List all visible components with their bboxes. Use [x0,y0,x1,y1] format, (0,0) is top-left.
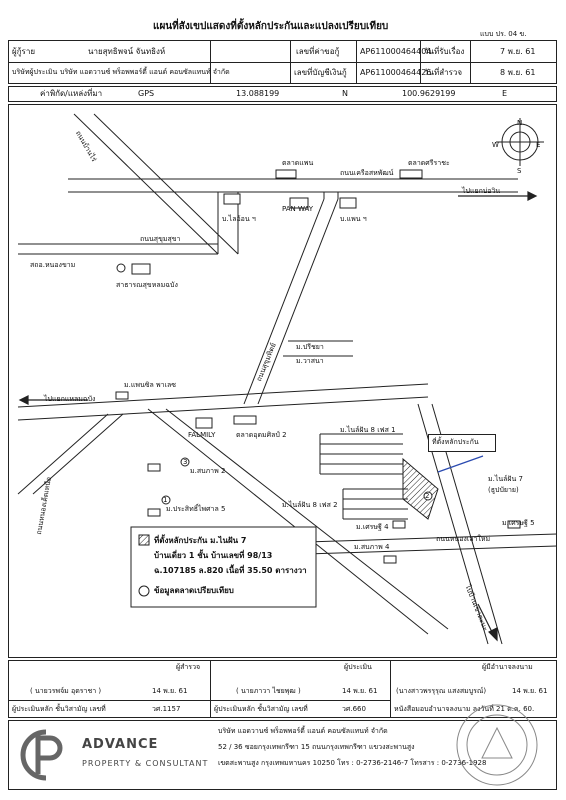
appraiser-name: ( นายภาวา ไชยพุฒ ) [236,687,301,695]
footer-company: บริษัท แอดวานซ์ พร็อพพอร์ตี้ แอนด์ คอนซั… [218,727,388,735]
company-label: บริษัทผู้ประเมิน [12,68,58,76]
legend-line4: ข้อมูลตลาดเปรียบเทียบ [154,586,234,595]
label-mban8b: ม.ไนล์ฝัน 8 เฟส 2 [282,501,338,509]
longitude: 100.9629199 [402,89,456,98]
label-m-sapaw: ม.สบภาพ 2 [190,467,226,475]
survey-date: 8 พ.ย. 61 [500,68,536,77]
latitude: 13.088199 [236,89,280,98]
authorized-name: (นางสาวพรรุรุณ แสงสมบูรณ์) [396,687,487,695]
compass-e: E [536,141,541,149]
compass-s: S [517,167,522,175]
marker-3: 3 [183,458,188,466]
borrower-label: ผู้กู้ราย [12,47,36,56]
borrower-name: นายสุทธิพจน์ จันทธิงห์ [88,47,166,56]
surveyor-license: วศ.1157 [152,705,181,713]
legend-box [130,526,317,608]
label-loc-collateral: ที่ตั้งหลักประกัน [432,438,479,446]
company-name: บริษัท แอดวานซ์ พร็อพพอร์ตี้ แอนด์ คอนซั… [60,68,230,76]
label-road-sukha: ถนนสุขุมสุขา [140,235,181,243]
label-market-khu: ตลาดอุดมศิลป์ 2 [236,431,287,439]
label-family: FALMILY [188,431,216,439]
label-market-sri: ตลาดศรีราชะ [408,159,450,167]
label-b-lon: บ.ไลอ้อน ฯ [222,215,256,223]
appraiser-license-label: ผู้ประเมินหลัก ชั้นวิสามัญ เลขที่ [214,705,308,713]
map-drawing [17,113,557,645]
logo-subtext: PROPERTY & CONSULTANT [82,759,209,768]
map-frame [8,104,557,658]
label-road-nongsuan: ถนนหนองเลาใหม่ [436,535,491,543]
label-m-wasa: ม.วาสนา [296,357,324,365]
account-no: AP611000464426 [360,68,432,77]
form-number: แบบ ปร. 04 ข. [480,30,527,38]
longitude-dir: E [502,89,508,98]
compass-w: W [492,141,499,149]
label-m-phaesat: ม.แพนซิล พาเลซ [124,381,176,389]
label-m-prasit: ม.ประสิทธิ์ไพศาล 5 [166,505,226,513]
appraiser-role: ผู้ประเมิน [344,663,372,671]
footer-address: 52 / 36 ซอยกรุงเทพกรีฑา 15 ถนนกรุงเทพกรี… [218,743,415,751]
legend-line2: บ้านเดี่ยว 1 ชั้น บ้านเลขที่ 98/13 [154,551,273,560]
label-panway: PAN WAY [282,205,314,213]
marker-2: 2 [425,492,430,500]
label-m-saen5: ม.เศรษฐี 5 [502,519,535,527]
signature-table [8,660,557,718]
authorized-date: 14 พ.ย. 61 [512,687,548,695]
label-m-pri: ม.ปรีชยา [296,343,324,351]
coordinate-row [8,86,557,102]
compass-n: N [517,119,523,127]
receive-date-label: วันที่รับเรื่อง [424,47,465,56]
legend-line1: ที่ตั้งหลักประกัน ม.ไนฝัน 7 [154,536,247,545]
surveyor-date: 14 พ.ย. 61 [152,687,188,695]
authorization-cert: หนังสือมอบอำนาจลงนาม ลงวันที่ 21 ต.ค. 60… [394,705,535,713]
compass-icon [496,118,544,166]
label-to-laem: ไปแยกแหลมฉบัง [44,395,96,403]
company-seal-icon [456,704,538,786]
account-no-label: เลขที่บัญชีเงินกู้ [294,68,347,77]
marker-1: 1 [163,496,168,504]
page-title: แผนที่สังเขปแสดงที่ตั้งหลักประกันและแปลง… [153,21,389,32]
label-m-saen: ม.เศรษฐี 4 [356,523,389,531]
company-logo-icon [20,729,63,781]
coord-label: ค่าพิกัด/แหล่งที่มา [40,89,103,98]
surveyor-role: ผู้สำรวจ [176,663,201,671]
footer [8,720,557,790]
appraiser-license: วศ.660 [342,705,366,713]
label-m-nai7b: (ธูปบัยาย) [488,486,519,494]
legend-line3: ฉ.107185 ล.820 เนื้อที่ 35.50 ตารางวา [154,566,307,575]
collateral-callout [428,434,496,452]
surveyor-license-label: ผู้ประเมินหลัก ชั้นวิสามัญ เลขที่ [12,705,106,713]
label-sukhan: สถอ.หนองขาม [30,261,76,269]
receive-date: 7 พ.ย. 61 [500,47,536,56]
label-market-phan: ตลาดแพน [282,159,314,167]
footer-address2: เขตสะพานสูง กรุงเทพมหานคร 10250 โทร : 0-… [218,759,487,767]
coord-source: GPS [138,89,155,98]
loan-no: AP611000464404 [360,47,432,56]
label-hospital: สาธารณสุขหลมฉบัง [116,281,178,289]
loan-no-label: เลขที่ค่าขอกู้ [296,47,340,56]
survey-date-label: วันที่สำรวจ [424,68,463,77]
authorized-role: ผู้มีอำนาจลงนาม [482,663,533,671]
collateral-area [402,457,439,520]
latitude-dir: N [342,89,348,98]
label-m-nai7: ม.ไนล์ฝัน 7 [488,475,523,483]
label-b-khem: บ.แพน ฯ [340,215,367,223]
appraiser-date: 14 พ.ย. 61 [342,687,378,695]
surveyor-name: ( นายวรพจ์ม อุดราชา ) [30,687,102,695]
label-mban8a: ม.ไนล์ฝัน 8 เฟส 1 [340,426,396,434]
label-m-sapaw4: ม.สบภาพ 4 [354,543,390,551]
logo-text: ADVANCE [82,737,159,752]
label-road-sakhan: ถนนเครือสหพัฒน์ [340,169,394,177]
label-to-bang: ไปแยกบ่อวิน [462,187,501,195]
